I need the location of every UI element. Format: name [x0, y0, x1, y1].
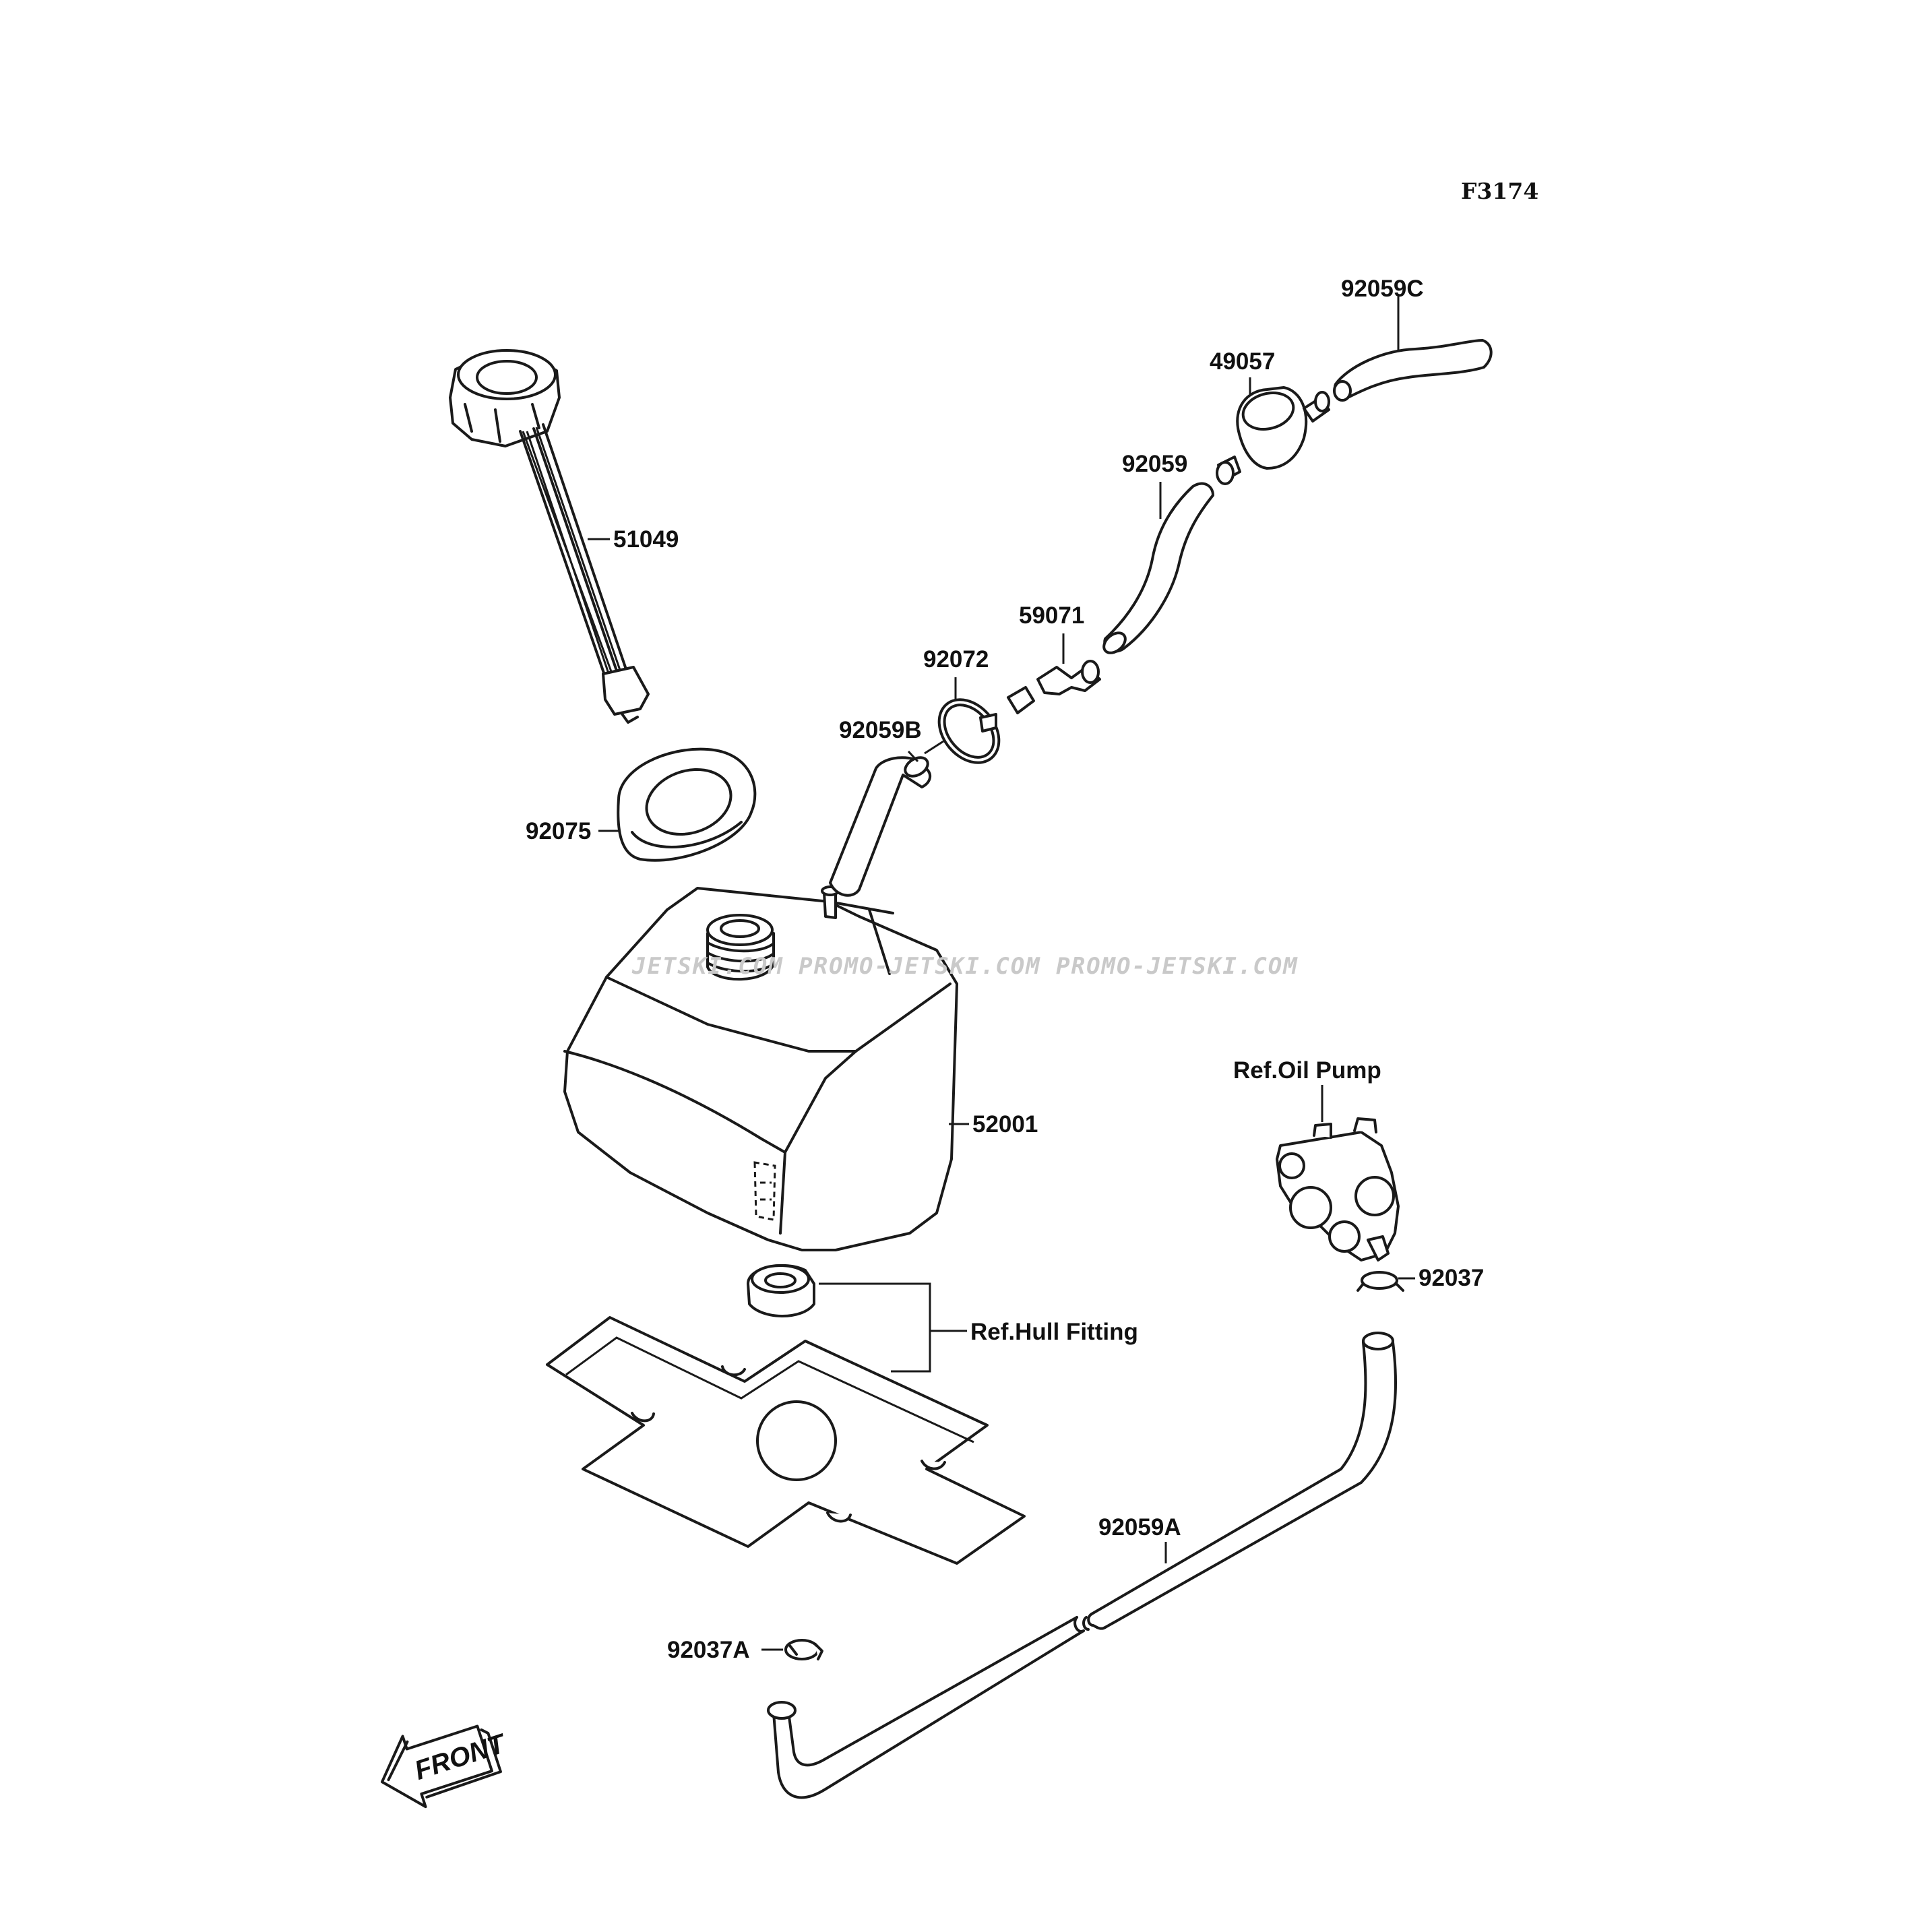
part-92072-clamp: [937, 698, 1001, 764]
callout-92075: 92075: [526, 818, 591, 844]
callout-ref-hull-fitting: Ref.Hull Fitting: [970, 1319, 1138, 1345]
figure-code: F3174: [1461, 178, 1538, 204]
part-92037-clip: [1357, 1271, 1404, 1292]
part-52001-oil-tank: [563, 885, 958, 1251]
part-49057-filter: [1216, 386, 1330, 485]
part-92037A-clip: [784, 1639, 823, 1660]
watermark: JETSKI.COM PROMO-JETSKI.COM PROMO-JETSKI…: [631, 953, 1299, 980]
callout-ref-oil-pump: Ref.Oil Pump: [1233, 1057, 1381, 1084]
front-arrow: FRONT: [381, 1724, 511, 1809]
callout-92059B: 92059B: [839, 717, 922, 743]
part-92059B-hose: [829, 756, 932, 897]
callout-52001: 52001: [972, 1111, 1038, 1138]
callout-92059: 92059: [1122, 451, 1187, 477]
ref-hull-fitting-mat: [546, 1316, 1026, 1565]
ref-oil-pump: [1276, 1117, 1400, 1261]
part-51049-oil-gauge: [449, 349, 650, 724]
part-92059A-hose: [767, 1332, 1398, 1799]
part-92059C-hose: [1333, 339, 1493, 402]
callout-49057: 49057: [1210, 348, 1275, 375]
callout-92072: 92072: [923, 646, 989, 673]
callout-92059C: 92059C: [1341, 276, 1424, 302]
callout-92037: 92037: [1419, 1265, 1484, 1291]
callout-59071: 59071: [1019, 602, 1084, 629]
callout-51049: 51049: [613, 526, 679, 553]
part-92059-hose: [1102, 482, 1214, 654]
part-59071-check-valve: [1007, 660, 1101, 714]
callout-92037A: 92037A: [667, 1637, 750, 1663]
ref-hull-fitting-grommet: [747, 1264, 815, 1317]
callout-92059A: 92059A: [1098, 1514, 1181, 1540]
part-92075-grommet: [617, 747, 757, 862]
